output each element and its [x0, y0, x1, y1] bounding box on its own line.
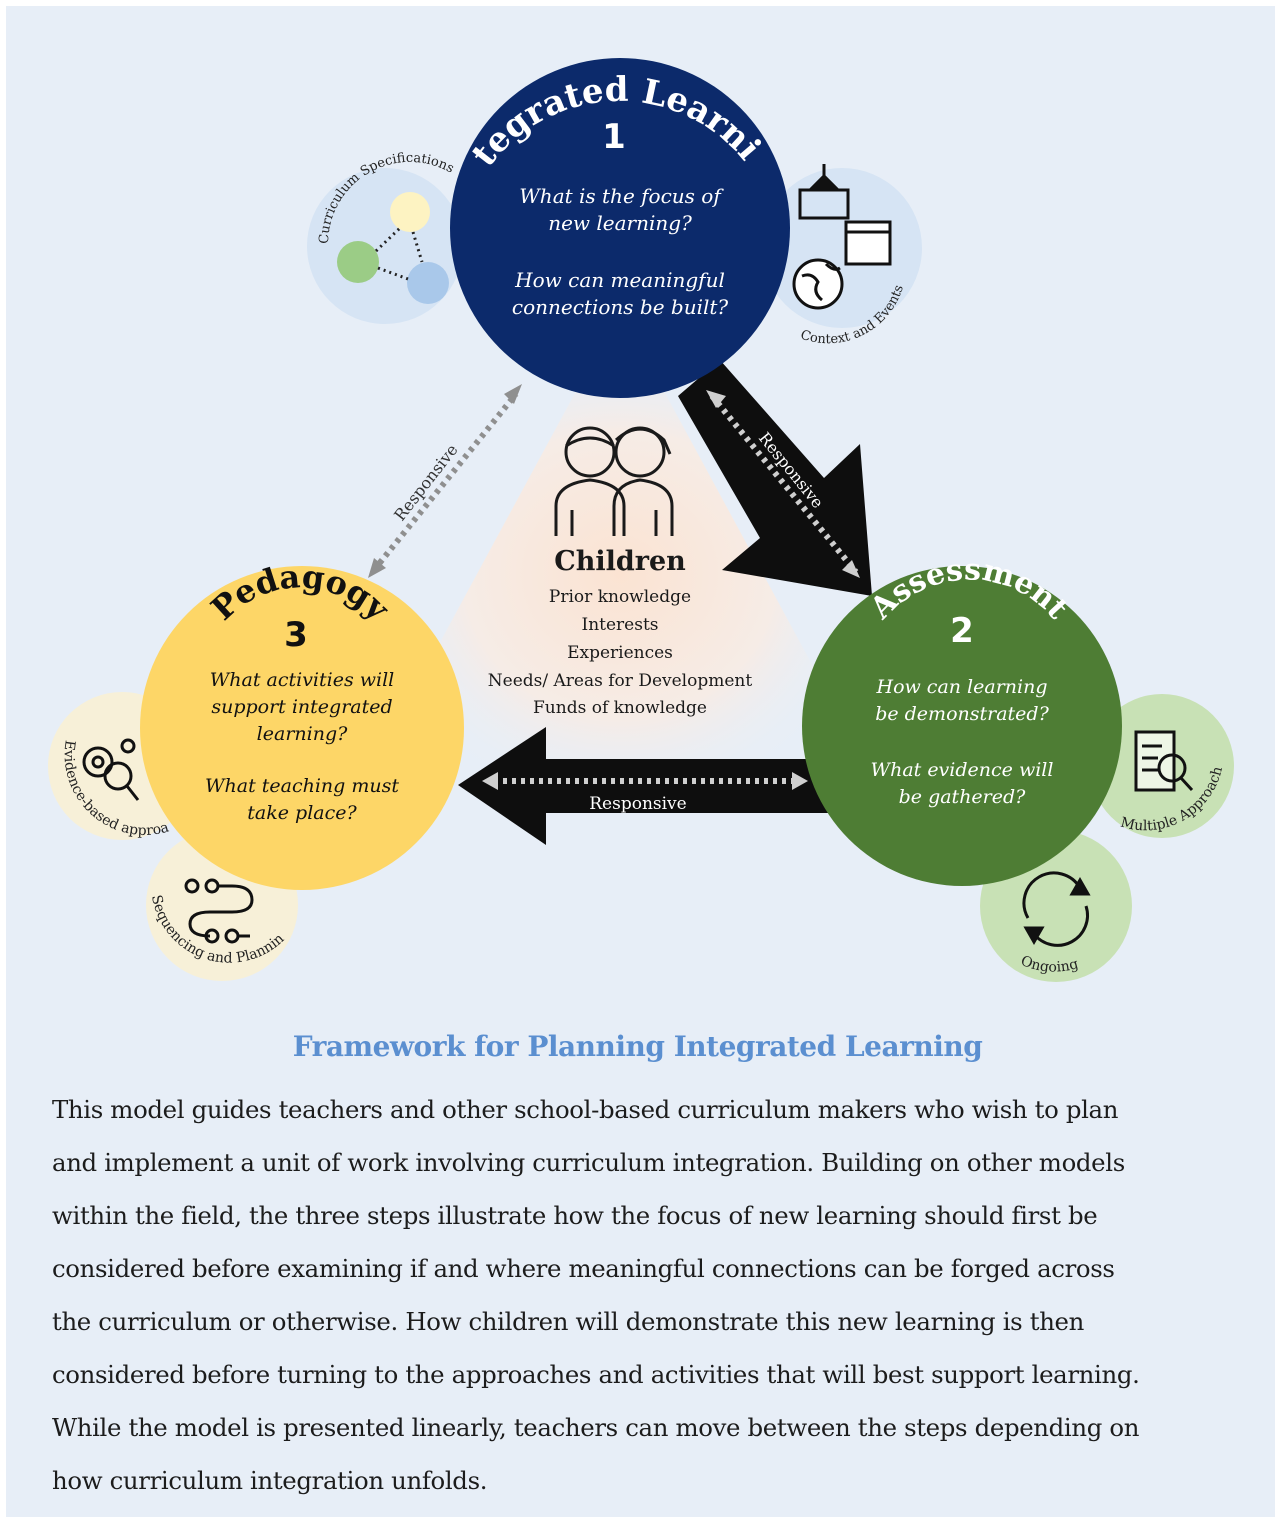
- framework-diagram: Curriculum Specifications Context and Ev…: [0, 0, 1234, 982]
- assessment-question-line: How can learning: [876, 676, 1048, 698]
- children-item: Prior knowledge: [549, 587, 691, 607]
- integrated-question-line: connections be built?: [512, 295, 729, 319]
- caption-line: within the field, the three steps illust…: [52, 1201, 1098, 1230]
- integrated-question-line: new learning?: [548, 211, 692, 235]
- assessment-question-line: be gathered?: [899, 786, 1027, 808]
- pedagogy-question-line: What teaching must: [205, 775, 399, 797]
- caption-line: considered before examining if and where…: [52, 1254, 1115, 1283]
- caption-line: This model guides teachers and other sch…: [52, 1095, 1119, 1124]
- caption-body: This model guides teachers and other sch…: [52, 1083, 1258, 1507]
- gears-magnifier-bulb-icon: [82, 738, 140, 801]
- integrated-question-line: How can meaningful: [514, 268, 725, 292]
- children-icon: [554, 426, 674, 536]
- center-glow: [360, 310, 880, 790]
- responsive-label-left: Responsive: [390, 440, 461, 524]
- caption-line: considered before turning to the approac…: [52, 1360, 1140, 1389]
- children-title: Children: [554, 546, 686, 577]
- caption-title: Framework for Planning Integrated Learni…: [292, 1030, 983, 1063]
- arrow-assessment-to-pedagogy: Responsive: [458, 727, 836, 845]
- assessment-question-line: What evidence will: [871, 759, 1054, 781]
- responsive-label-bottom: Responsive: [589, 794, 686, 814]
- caption-line: the curriculum or otherwise. How childre…: [52, 1307, 1084, 1336]
- children-item: Experiences: [567, 643, 673, 663]
- pedagogy-circle: Pedagogy 3 What activities will support …: [140, 557, 464, 890]
- assessment-circle: Assessment 2 How can learning be demonst…: [802, 552, 1122, 886]
- pedagogy-question-line: support integrated: [211, 696, 392, 718]
- children-item: Funds of knowledge: [533, 698, 707, 718]
- integrated-number: 1: [602, 117, 626, 157]
- caption-line: how curriculum integration unfolds.: [52, 1466, 488, 1495]
- pedagogy-question-line: learning?: [257, 723, 348, 745]
- pedagogy-question-line: What activities will: [210, 669, 395, 691]
- children-item: Interests: [581, 615, 658, 635]
- arrow-integrated-to-assessment: Responsive: [678, 360, 872, 596]
- caption-line: While the model is presented linearly, t…: [52, 1413, 1140, 1442]
- assessment-number: 2: [950, 611, 974, 651]
- pedagogy-number: 3: [284, 615, 308, 655]
- children-item: Needs/ Areas for Development: [488, 671, 753, 691]
- flow-path-icon: [184, 878, 254, 944]
- cycle-arrows-icon: [1022, 871, 1091, 947]
- satellite-curriculum-specifications: Curriculum Specifications: [307, 151, 463, 324]
- caption-line: and implement a unit of work involving c…: [52, 1148, 1125, 1177]
- integrated-question-line: What is the focus of: [519, 184, 724, 208]
- assessment-question-line: be demonstrated?: [875, 703, 1049, 725]
- pedagogy-question-line: take place?: [247, 802, 357, 824]
- document-search-icon: [1134, 730, 1194, 792]
- school-calendar-globe-icon: [792, 164, 892, 310]
